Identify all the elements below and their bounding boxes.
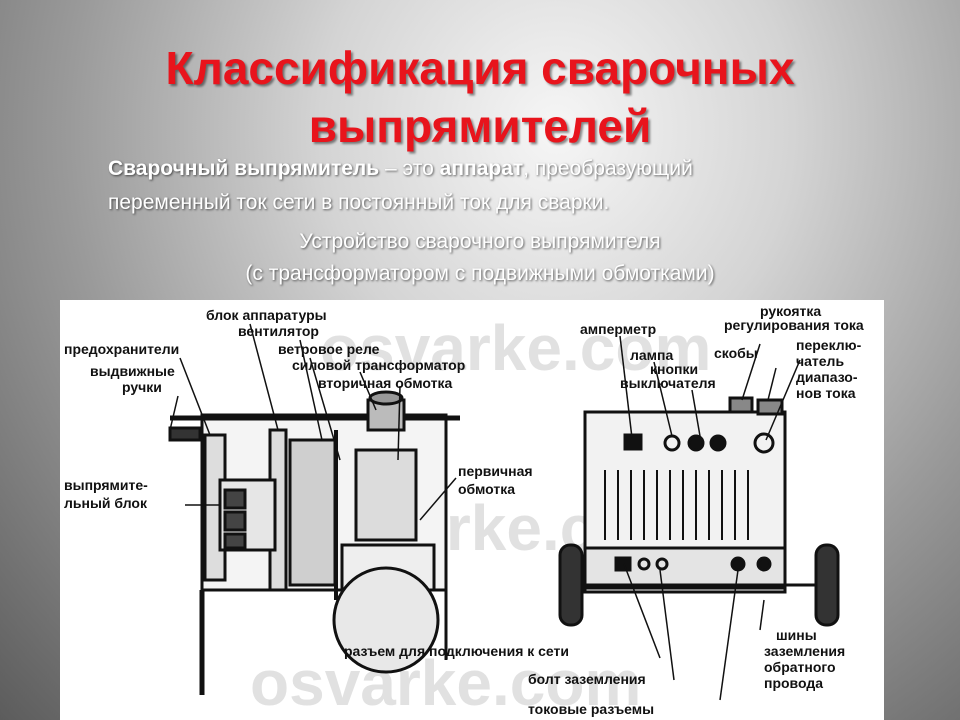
definition-rest: , преобразующий — [523, 157, 693, 180]
label-tokovye: токовые разъемы — [528, 701, 654, 717]
label-shiny-4: провода — [764, 675, 823, 691]
label-razem: разъем для подключения к сети — [344, 643, 569, 659]
label-rukoyatka-1: рукоятка — [760, 303, 821, 319]
slide-title-line2: выпрямителей — [308, 100, 652, 152]
label-shiny-2: заземления — [764, 643, 845, 659]
definition-text: Сварочный выпрямитель – это аппарат, пре… — [108, 152, 868, 220]
label-silovoy-transformator: силовой трансформатор — [292, 357, 465, 373]
label-vtorichnaya-obmotka: вторичная обмотка — [318, 375, 452, 391]
watermark-1: osvarke.com — [320, 312, 711, 384]
label-pervichnaya: первичная — [458, 463, 533, 479]
label-predohraniteli: предохранители — [64, 341, 179, 357]
label-ampermetr: амперметр — [580, 321, 656, 337]
label-lampa: лампа — [630, 347, 673, 363]
label-blok-apparatury: блок аппаратуры — [206, 307, 327, 323]
diagram-svg: osvarke.com osvarke.com osvarke.com — [64, 303, 864, 719]
right-machine — [558, 396, 840, 627]
label-obmotka: обмотка — [458, 481, 515, 497]
definition-term: Сварочный выпрямитель — [108, 157, 380, 180]
label-perekl-1: переклю- — [796, 337, 862, 353]
label-rukoyatka-2: регулирования тока — [724, 317, 864, 333]
label-knopki-1: кнопки — [650, 361, 698, 377]
label-shiny-1: шины — [776, 627, 817, 643]
slide-title-line1: Классификация сварочных — [165, 42, 795, 94]
leader-lines — [169, 323, 801, 701]
label-vetrovoe-rele: ветровое реле — [278, 341, 380, 357]
label-bolt: болт заземления — [528, 671, 646, 687]
subtitle-line2: (с трансформатором с подвижными обмоткам… — [245, 262, 715, 285]
welding-rectifier-diagram: osvarke.com osvarke.com osvarke.com — [60, 300, 884, 720]
definition-word: аппарат — [439, 157, 524, 180]
label-knopki-2: выключателя — [620, 375, 716, 391]
label-ventilyator: вентилятор — [238, 323, 319, 339]
label-perekl-4: нов тока — [796, 385, 856, 401]
label-perekl-2: чатель — [796, 353, 844, 369]
label-shiny-3: обратного — [764, 659, 836, 675]
label-skoby: скобы — [714, 345, 758, 361]
label-vypryamitelny-2: льный блок — [64, 495, 148, 511]
label-vypryamitelny-1: выпрямите- — [64, 477, 148, 493]
label-perekl-3: диапазо- — [796, 369, 858, 385]
label-ruchki: ручки — [122, 379, 162, 395]
left-machine — [168, 390, 460, 695]
definition-line2: переменный ток сети в постоянный ток для… — [108, 191, 610, 214]
definition-dash: – это — [379, 157, 440, 180]
label-vydvizhnye: выдвижные — [90, 363, 175, 379]
subtitle-line1: Устройство сварочного выпрямителя — [299, 230, 661, 253]
